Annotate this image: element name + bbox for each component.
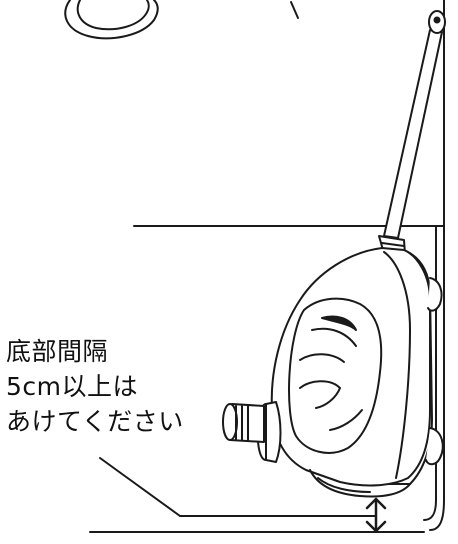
floor-outline — [89, 457, 425, 533]
instruction-line-3: あけてください — [6, 407, 184, 436]
instruction-line-1: 底部間隔 — [6, 337, 109, 366]
double-arrow-icon — [365, 497, 387, 533]
sensor-device — [222, 247, 444, 498]
ceiling-fixture — [64, 0, 159, 40]
clearance-instruction: 底部間隔 5cm以上は あけてください — [6, 334, 184, 439]
wall-edge-line — [290, 1, 299, 19]
instruction-line-2: 5cm以上は — [6, 372, 139, 401]
antenna — [378, 10, 446, 255]
